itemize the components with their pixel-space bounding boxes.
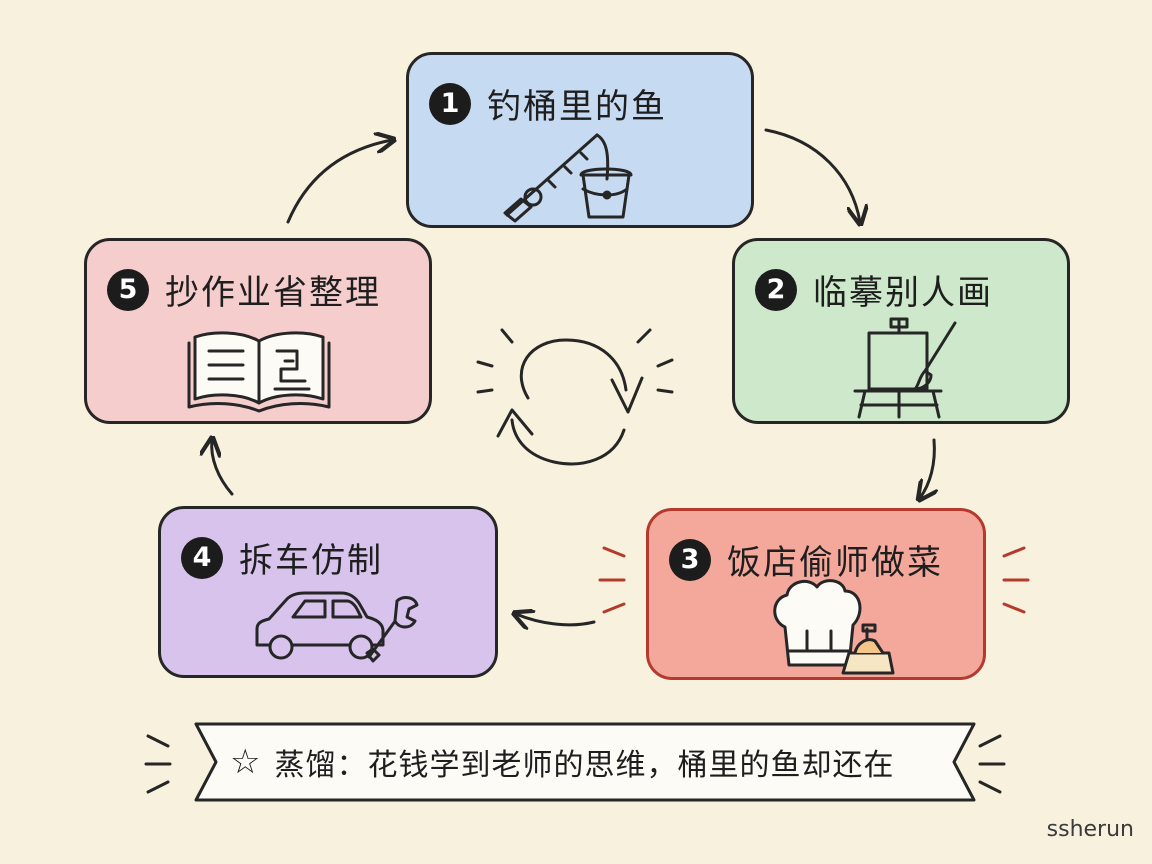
summary-text: 蒸馏：花钱学到老师的思维，桶里的鱼却还在 xyxy=(274,748,895,783)
star-icon: ☆ xyxy=(230,742,261,782)
arrow-step1-to-step2 xyxy=(764,128,860,222)
step-header-2: 2 临摹别人画 xyxy=(755,265,993,314)
sparkle-marks-banner xyxy=(144,734,1006,794)
summary-banner: ☆ 蒸馏：花钱学到老师的思维，桶里的鱼却还在 xyxy=(190,720,980,804)
step-card-2: 2 临摹别人画 xyxy=(732,238,1070,424)
step-number-badge-3: 3 xyxy=(669,538,711,581)
cycle-arrows-icon xyxy=(496,338,644,466)
step-header-5: 5 抄作业省整理 xyxy=(107,265,381,314)
step-number-badge-5: 5 xyxy=(107,268,149,311)
step-card-5: 5 抄作业省整理 xyxy=(84,238,432,424)
arrow-step5-to-step1 xyxy=(286,140,392,224)
arrow-step3-to-step4 xyxy=(516,614,596,625)
step-header-3: 3 饭店偷师做菜 xyxy=(669,535,943,584)
open-book-icon xyxy=(187,331,331,413)
step-card-4: 4 拆车仿制 xyxy=(158,506,498,678)
easel-brush-icon xyxy=(853,317,957,419)
step-title-3: 饭店偷师做菜 xyxy=(727,543,943,583)
step-title-5: 抄作业省整理 xyxy=(165,273,381,313)
arrow-step4-to-step5 xyxy=(212,440,234,496)
step-number-badge-1: 1 xyxy=(429,82,471,125)
step-title-4: 拆车仿制 xyxy=(239,541,383,581)
step-title-1: 钓桶里的鱼 xyxy=(487,87,667,127)
banner-content: ☆ 蒸馏：花钱学到老师的思维，桶里的鱼却还在 xyxy=(230,740,894,784)
step-card-3: 3 饭店偷师做菜 xyxy=(646,508,986,680)
step-card-1: 1 钓桶里的鱼 xyxy=(406,52,754,228)
sparkle-marks-center xyxy=(476,328,674,394)
banner-ribbon-shape xyxy=(194,722,976,802)
watermark: ssherun xyxy=(1046,817,1134,842)
arrow-step2-to-step3 xyxy=(920,438,934,498)
chef-hat-icon xyxy=(773,579,895,675)
step-title-2: 临摹别人画 xyxy=(813,273,993,313)
car-wrench-icon xyxy=(255,591,419,663)
step-number-badge-4: 4 xyxy=(181,536,223,579)
sparkle-marks-step3 xyxy=(598,546,1030,614)
step-number-badge-2: 2 xyxy=(755,268,797,311)
step-header-4: 4 拆车仿制 xyxy=(181,533,383,582)
fishing-rod-bucket-icon xyxy=(503,133,633,223)
step-header-1: 1 钓桶里的鱼 xyxy=(429,79,667,128)
